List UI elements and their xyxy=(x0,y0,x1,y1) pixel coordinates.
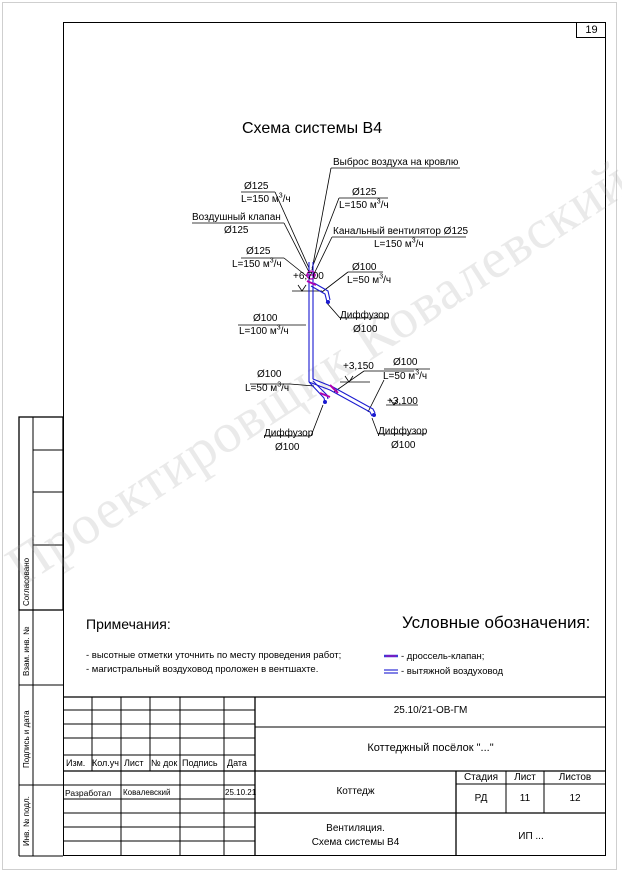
label-d100-mid: Ø100 xyxy=(253,313,278,324)
label-flow50-right: L=50 м3/ч xyxy=(383,369,428,382)
label-elev-3100: +3,100 xyxy=(387,396,418,407)
stamp-agreed: Согласовано xyxy=(22,557,31,606)
developer-role: Разработал xyxy=(65,788,112,798)
label-flow50-top-right: L=50 м3/ч xyxy=(347,273,392,286)
sheet-label: Лист xyxy=(514,772,536,783)
label-diffuser-left: Диффузор xyxy=(264,428,314,439)
label-diffuser-top-d: Ø100 xyxy=(353,324,378,335)
doc-code: 25.10/21-ОВ-ГМ xyxy=(393,705,468,716)
sheets-label: Листов xyxy=(558,772,592,783)
stage-label: Стадия xyxy=(463,772,499,783)
label-d100-right: Ø100 xyxy=(393,357,418,368)
label-diffuser-right: Диффузор xyxy=(378,426,428,437)
stage-value: РД xyxy=(474,793,488,804)
label-elev-6700: +6,700 xyxy=(293,271,324,282)
developer-date: 25.10.21 xyxy=(225,788,257,797)
header-sign: Подпись xyxy=(182,758,218,768)
notes-title: Примечания: xyxy=(86,616,171,632)
label-d125-left: Ø125 xyxy=(244,181,269,192)
label-diffuser-right-d: Ø100 xyxy=(391,440,416,451)
label-elev-3150: +3,150 xyxy=(343,361,374,372)
legend-title: Условные обозначения: xyxy=(402,613,591,632)
header-list: Лист xyxy=(124,758,144,768)
label-flow150-right: L=150 м3/ч xyxy=(339,198,389,211)
sheet-name-2: Схема системы В4 xyxy=(311,837,400,848)
label-diffuser-left-d: Ø100 xyxy=(275,442,300,453)
header-izm: Изм. xyxy=(66,758,86,768)
label-flow150-left2: L=150 м3/ч xyxy=(232,257,282,270)
label-flow100-mid: L=100 м3/ч xyxy=(239,324,289,337)
label-d125-left2: Ø125 xyxy=(246,246,271,257)
stamp-inv-orig: Инв. № подл. xyxy=(22,796,31,846)
sheets-value: 12 xyxy=(569,793,581,804)
note-item: - магистральный воздуховод проложен в ве… xyxy=(86,664,319,675)
organization: ИП ... xyxy=(518,831,544,842)
sheet-value: 11 xyxy=(519,793,531,804)
project-name: Коттеджный посёлок "..." xyxy=(367,742,494,754)
label-d100-top-right: Ø100 xyxy=(352,262,377,273)
label-fan-flow: L=150 м3/ч xyxy=(374,237,424,250)
sheet-border xyxy=(2,2,617,870)
label-flow50-left: L=50 м3/ч xyxy=(245,381,290,394)
label-flow150-left: L=150 м3/ч xyxy=(241,192,291,205)
drawing-title: Схема системы В4 xyxy=(242,120,383,137)
object-name: Коттедж xyxy=(336,786,375,797)
label-exhaust: Выброс воздуха на кровлю xyxy=(333,157,459,168)
label-air-valve-d: Ø125 xyxy=(224,225,249,236)
legend-damper: - дроссель-клапан; xyxy=(401,651,485,662)
header-date: Дата xyxy=(227,758,247,768)
page-number: 19 xyxy=(576,22,606,38)
sheet-name-1: Вентиляция. xyxy=(326,823,385,834)
stamp-sign-date: Подпись и дата xyxy=(22,710,31,768)
header-doc: № док xyxy=(151,758,178,768)
legend-duct: - вытяжной воздуховод xyxy=(401,666,504,677)
label-fan: Канальный вентилятор Ø125 xyxy=(333,226,469,237)
label-diffuser-top: Диффузор xyxy=(340,310,390,321)
developer-name: Ковалевский xyxy=(123,788,171,797)
header-kol: Кол.уч xyxy=(92,758,119,768)
label-air-valve: Воздушный клапан xyxy=(192,212,281,223)
note-item: - высотные отметки уточнить по месту про… xyxy=(86,650,342,661)
label-d100-left: Ø100 xyxy=(257,369,282,380)
stamp-inv-replace: Взам. инв. № xyxy=(22,626,31,676)
label-d125-right: Ø125 xyxy=(352,187,377,198)
